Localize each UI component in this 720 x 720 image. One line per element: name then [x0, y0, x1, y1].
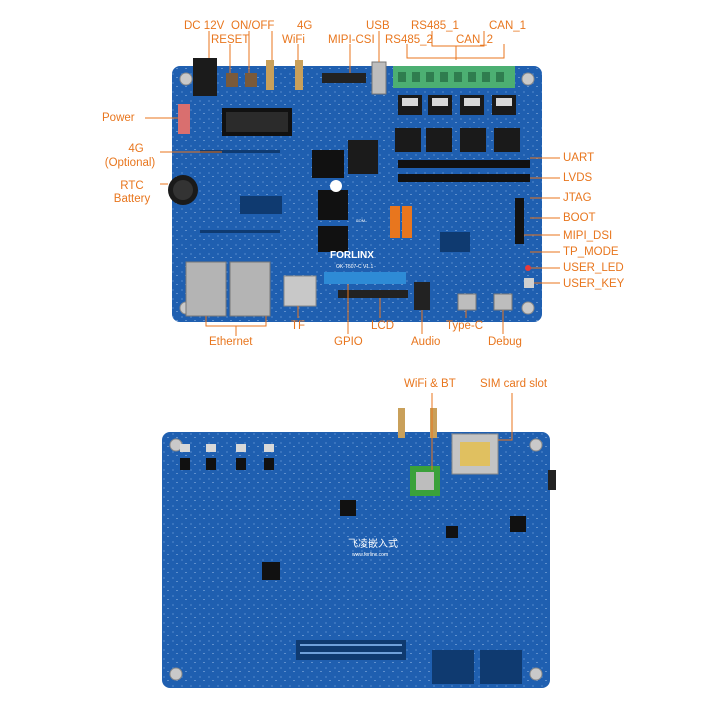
svg-text:SOM: SOM [356, 218, 365, 223]
label-typec: Type-C [446, 320, 484, 332]
wifi-antenna [295, 60, 303, 90]
uart-header [398, 160, 530, 168]
label-rtc-line2: Battery [113, 193, 151, 205]
label-usb: USB [366, 20, 390, 32]
label-user-led: USER_LED [563, 262, 624, 274]
tf-slot [283, 275, 317, 307]
back-url: www.forlinx.com [352, 552, 388, 558]
label-audio: Audio [411, 336, 441, 348]
label-sim-card-slot: SIM card slot [480, 378, 548, 390]
typec-port [457, 293, 477, 311]
wifi-antenna-1 [398, 408, 405, 438]
label-tp-mode: TP_MODE [563, 246, 619, 258]
label-4g-optional-line2: (Optional) [104, 157, 156, 169]
chinese-logo: 飞凌嵌入式 [348, 537, 398, 550]
label-debug: Debug [488, 336, 522, 348]
label-user-key: USER_KEY [563, 278, 625, 290]
label-4g: 4G [297, 20, 313, 32]
label-lvds: LVDS [563, 172, 593, 184]
front-leaders [145, 31, 560, 336]
label-rtc-line1: RTC [120, 180, 144, 192]
label-can-1: CAN_1 [489, 20, 527, 32]
label-rs485-2: RS485_2 [385, 34, 433, 46]
label-power: Power [102, 112, 135, 124]
label-ethernet: Ethernet [209, 336, 253, 348]
forlinx-logo: FORLINX [330, 250, 374, 261]
user-led [525, 265, 531, 271]
mipi-csi-connector [322, 73, 366, 83]
label-wifi-bt: WiFi & BT [404, 378, 456, 390]
label-reset: RESET [211, 34, 250, 46]
label-gpio: GPIO [334, 336, 363, 348]
label-tf: TF [291, 320, 306, 332]
label-jtag: JTAG [563, 192, 592, 204]
label-wifi: WiFi [282, 34, 305, 46]
onoff-button [245, 73, 257, 87]
debug-port [493, 293, 513, 311]
usb-connector [371, 61, 387, 95]
label-mipi-dsi: MIPI_DSI [563, 230, 613, 242]
lcd-connector [338, 290, 408, 298]
dc-jack [193, 58, 217, 96]
label-can-2: CAN_2 [456, 34, 494, 46]
ethernet-port-2 [229, 261, 271, 317]
label-4g-optional-line1: 4G [128, 143, 144, 155]
label-lcd: LCD [371, 320, 395, 332]
gpio-header [324, 272, 406, 284]
back-leaders [431, 393, 513, 470]
label-mipi-csi: MIPI-CSI [328, 34, 375, 46]
power-switch [178, 104, 190, 134]
label-uart: UART [563, 152, 595, 164]
user-key [524, 278, 534, 288]
label-dc12v: DC 12V [184, 20, 225, 32]
front-board: SOM FORLINX OK-T507-C V1.1 [168, 58, 542, 322]
ethernet-port-1 [185, 261, 227, 317]
label-boot: BOOT [563, 212, 596, 224]
audio-jack [414, 282, 430, 310]
label-rs485-1: RS485_1 [411, 20, 459, 32]
reset-button [226, 73, 238, 87]
mipi-dsi-connector [515, 198, 524, 244]
wifi-antenna-2 [430, 408, 437, 438]
label-onoff: ON/OFF [231, 20, 275, 32]
back-board: 飞凌嵌入式 www.forlinx.com [162, 408, 556, 688]
board-version: OK-T507-C V1.1 [336, 264, 373, 270]
lvds-header [398, 174, 530, 182]
4g-antenna [266, 60, 274, 90]
